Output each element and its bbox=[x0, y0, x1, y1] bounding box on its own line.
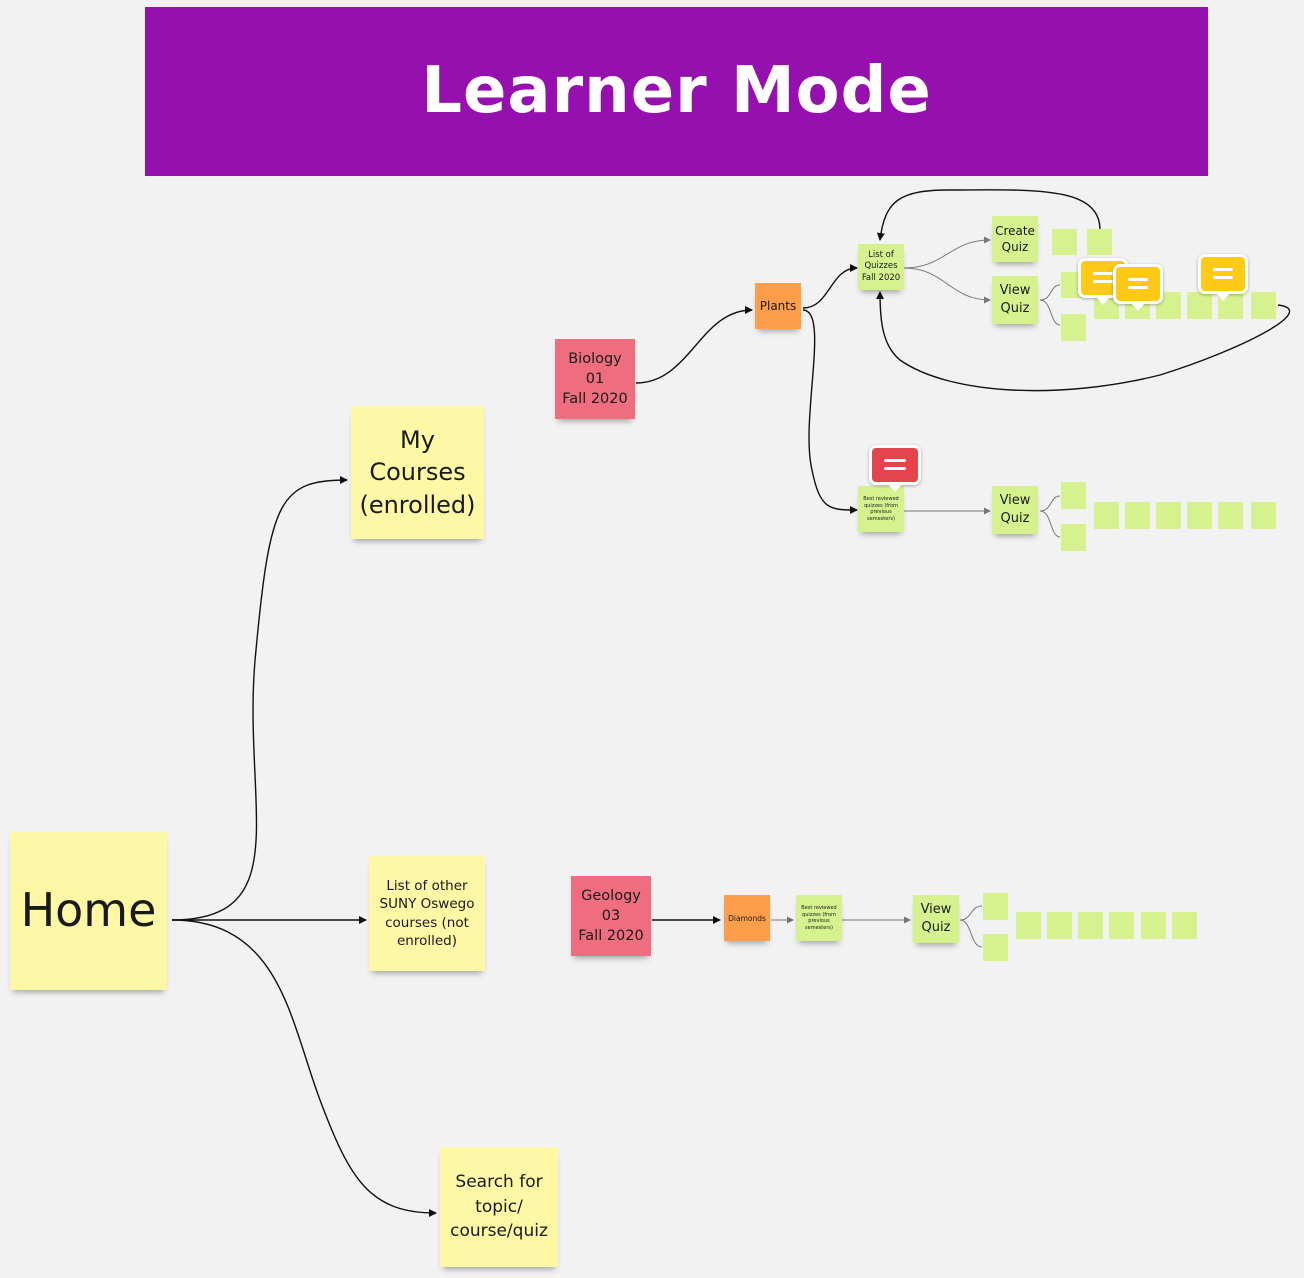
quiz-item-stub[interactable] bbox=[1187, 292, 1212, 319]
note-plants[interactable]: Plants bbox=[755, 283, 801, 329]
quiz-item-stub[interactable] bbox=[1251, 502, 1276, 529]
quiz-item-stub[interactable] bbox=[983, 893, 1008, 920]
connector-biology-to-plants bbox=[635, 306, 753, 384]
connector-home-to-my-courses bbox=[171, 476, 348, 921]
quiz-item-stub[interactable] bbox=[1172, 912, 1197, 939]
quiz-item-stub[interactable] bbox=[1187, 502, 1212, 529]
connector-list-to-view bbox=[903, 267, 991, 304]
note-biology[interactable]: Biology 01 Fall 2020 bbox=[555, 339, 635, 419]
note-list-quizzes[interactable]: List of Quizzes Fall 2020 bbox=[858, 244, 904, 290]
quiz-item-stub[interactable] bbox=[1078, 912, 1103, 939]
quiz-item-stub[interactable] bbox=[1016, 912, 1041, 939]
connector-view-loop bbox=[876, 291, 1291, 392]
quiz-item-stub[interactable] bbox=[1061, 482, 1086, 509]
branch-view-quiz-2 bbox=[1039, 495, 1061, 538]
quiz-item-stub[interactable] bbox=[1141, 912, 1166, 939]
quiz-item-stub[interactable] bbox=[1094, 502, 1119, 529]
note-home[interactable]: Home bbox=[10, 832, 167, 990]
connector-plants-to-list bbox=[802, 264, 858, 309]
note-create-quiz[interactable]: Create Quiz bbox=[992, 216, 1038, 262]
quiz-item-stub[interactable] bbox=[1251, 292, 1276, 319]
note-view-quiz-2[interactable]: View Quiz bbox=[992, 486, 1038, 534]
note-my-courses[interactable]: My Courses (enrolled) bbox=[351, 406, 484, 539]
page-title: Learner Mode bbox=[421, 53, 932, 128]
quiz-item-stub[interactable] bbox=[1061, 524, 1086, 551]
note-other-courses[interactable]: List of other SUNY Oswego courses (not e… bbox=[369, 856, 485, 971]
quiz-item-stub[interactable] bbox=[1047, 912, 1072, 939]
quiz-item-stub[interactable] bbox=[1061, 314, 1086, 341]
note-best-reviewed-2[interactable]: Best reviewed quizzes (from previous sem… bbox=[796, 895, 842, 941]
quiz-item-stub[interactable] bbox=[1125, 502, 1150, 529]
quiz-item-stub[interactable] bbox=[1156, 502, 1181, 529]
comment-icon[interactable] bbox=[1113, 264, 1163, 311]
connector-list-to-create bbox=[903, 236, 991, 269]
quiz-item-stub[interactable] bbox=[1087, 229, 1112, 255]
connector-home-to-search bbox=[171, 919, 437, 1217]
comment-icon[interactable] bbox=[1198, 254, 1248, 301]
connector-create-loop bbox=[876, 189, 1101, 241]
branch-view-quiz-1 bbox=[1039, 284, 1061, 326]
quiz-item-stub[interactable] bbox=[1109, 912, 1134, 939]
quiz-item-stub[interactable] bbox=[983, 934, 1008, 961]
note-search[interactable]: Search for topic/ course/quiz bbox=[440, 1147, 558, 1267]
note-view-quiz-1[interactable]: View Quiz bbox=[992, 276, 1038, 324]
note-view-quiz-3[interactable]: View Quiz bbox=[913, 895, 959, 943]
note-diamonds[interactable]: Diamonds bbox=[724, 895, 770, 941]
connector-plants-to-best bbox=[802, 309, 858, 514]
comment-alert-icon[interactable] bbox=[869, 445, 921, 492]
quiz-item-stub[interactable] bbox=[1218, 502, 1243, 529]
quiz-item-stub[interactable] bbox=[1052, 229, 1077, 255]
branch-view-quiz-3 bbox=[959, 905, 983, 948]
title-banner: Learner Mode bbox=[145, 7, 1208, 176]
note-best-reviewed-1[interactable]: Best reviewed quizzes (from previous sem… bbox=[858, 486, 904, 532]
note-geology[interactable]: Geology 03 Fall 2020 bbox=[571, 876, 651, 956]
